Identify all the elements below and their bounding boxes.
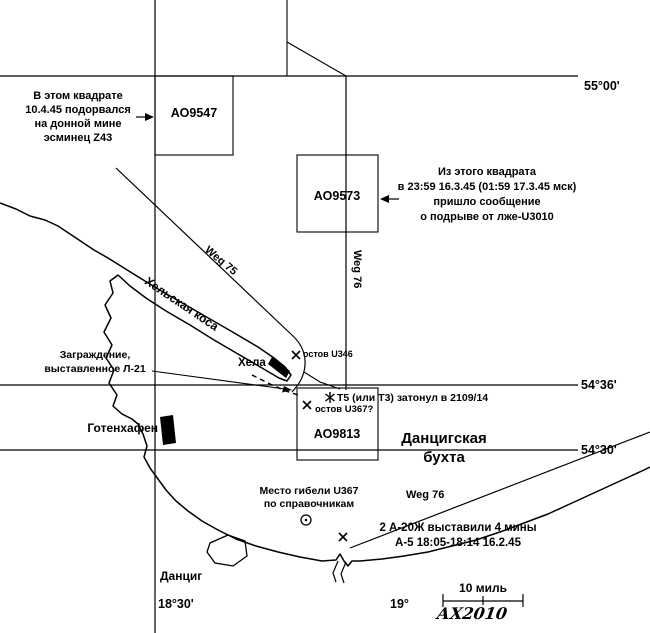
note-mines: 2 А-20Ж выставили 4 мины А-5 18:05-18:14…: [350, 521, 566, 551]
route-line-top-diagonal: [286, 41, 347, 77]
mine-position-marker: [338, 532, 348, 542]
note-u3010: Из этого квадрата в 23:59 16.3.45 (01:59…: [384, 165, 590, 225]
weg76-route-label-bottom: Weg 76: [406, 489, 445, 501]
l21-line-1: Заграждение,: [59, 349, 131, 361]
latitude-54-36-label: 54°36': [581, 378, 617, 392]
bay-line-1: Данцигская: [401, 430, 487, 447]
scale-bar: [442, 594, 524, 607]
weg76-route-label-vertical: Weg 76: [351, 250, 363, 289]
hela-label: Хела: [238, 357, 266, 369]
u367-loss-site-marker: [300, 514, 312, 526]
u346-wreck-marker: [291, 350, 301, 360]
bay-line-2: бухта: [423, 449, 465, 466]
l21-arrowhead: [282, 386, 292, 393]
note-z43: В этом квадрате 10.4.45 подорвался на до…: [16, 89, 140, 145]
author-signature: АХ2010: [435, 604, 509, 623]
square-ao9573-label: АО9573: [313, 189, 361, 203]
weg76-route-line-bottom: [349, 431, 650, 549]
route-branch-to-wrecks: [303, 371, 341, 390]
note-u367-place: Место гибели U367 по справочникам: [246, 485, 372, 511]
z43-line-2: 10.4.45 подорвался: [25, 104, 131, 116]
l21-arrow-line: [151, 370, 286, 390]
u3010-arrowhead: [380, 195, 389, 203]
u367-wreck-label: остов U367?: [315, 404, 374, 415]
coastline: [0, 202, 650, 567]
gotenhafen-port-symbol: [160, 415, 176, 445]
u3010-line-4: о подрыве от лже-U3010: [420, 211, 554, 223]
square-ao9547-outline: [154, 75, 234, 156]
square-ao9573-outline: [296, 154, 379, 233]
square-ao9813-label: АО9813: [313, 427, 361, 441]
gotenhafen-label: Готенхафен: [87, 421, 158, 435]
note-l21: Заграждение, выставленное Л-21: [36, 349, 154, 376]
danzig-city-outline: [206, 534, 248, 567]
l21-line-2: выставленное Л-21: [44, 362, 146, 375]
vistula-river: [332, 560, 347, 584]
u367-place-line-2: по справочникам: [263, 498, 355, 510]
latitude-54-30-label: 54°30': [581, 443, 617, 457]
u3010-line-3: пришло сообщение: [433, 196, 541, 208]
longitude-18-30-label: 18°30': [158, 597, 194, 611]
t5-sinking-marker: [325, 392, 335, 403]
weg75-route-line: [115, 167, 306, 393]
u367-wreck-marker: [302, 400, 312, 410]
square-ao9547-label: АО9547: [170, 106, 218, 120]
mines-line-1: 2 А-20Ж выставили 4 мины: [379, 522, 537, 534]
danzig-bay-label: Данцигская бухта: [388, 429, 500, 467]
z43-line-3: на донной мине: [34, 118, 122, 130]
z43-arrowhead: [145, 113, 154, 121]
u367-place-line-1: Место гибели U367: [259, 485, 359, 497]
danzig-label: Данциг: [160, 569, 203, 583]
z43-line-1: В этом квадрате: [33, 90, 123, 102]
t5-note-label: Т5 (или Т3) затонул в 2109/14: [337, 392, 489, 404]
mines-line-2: А-5 18:05-18:14 16.2.45: [395, 537, 521, 549]
longitude-19-label: 19°: [390, 597, 409, 611]
latitude-55-00-label: 55°00': [584, 79, 620, 93]
u3010-line-1: Из этого квадрата: [437, 166, 537, 178]
hela-port-symbol: [268, 357, 290, 378]
u3010-line-2: в 23:59 16.3.45 (01:59 17.3.45 мск): [397, 181, 577, 193]
scale-label: 10 миль: [459, 581, 507, 595]
z43-line-4: эсминец Z43: [43, 132, 113, 144]
u346-wreck-label: остов U346: [303, 349, 353, 359]
u367-loss-site-dot: [304, 518, 308, 522]
